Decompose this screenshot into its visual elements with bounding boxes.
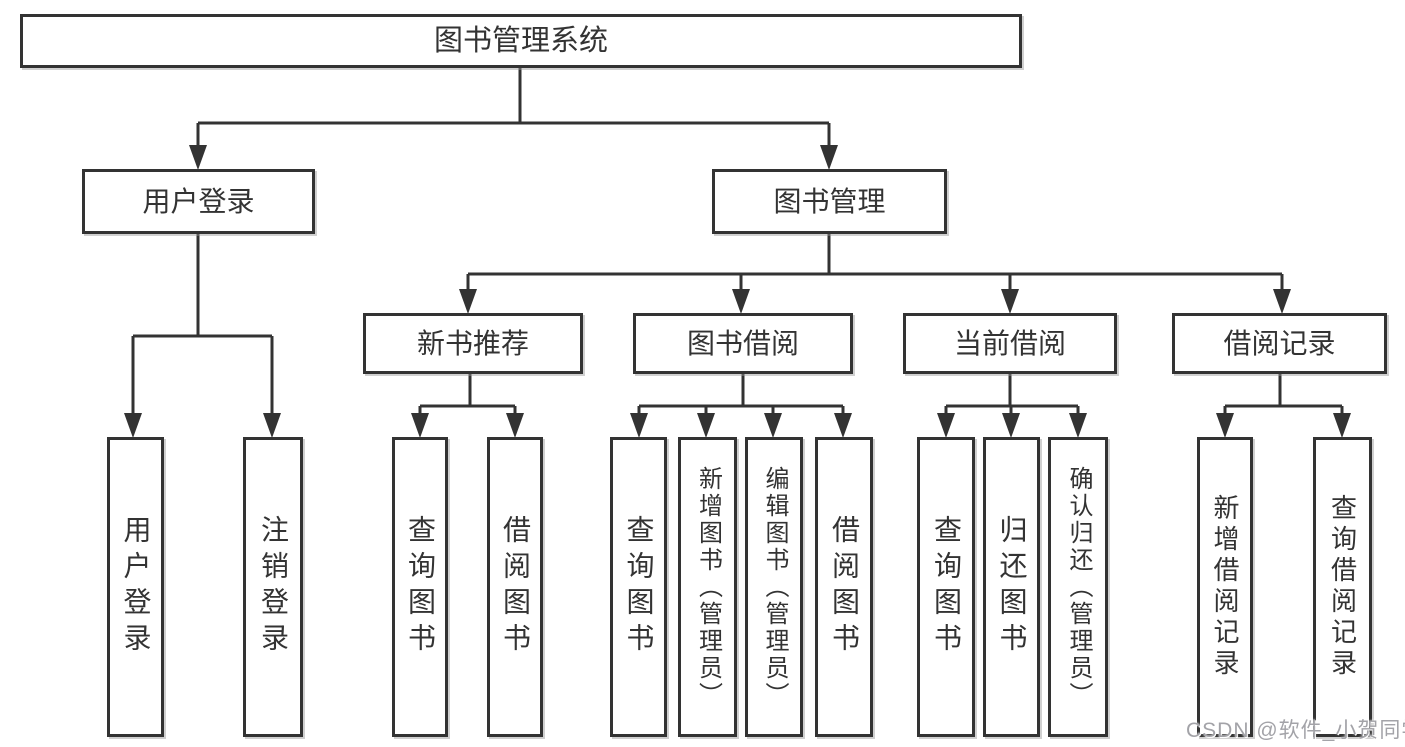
node-leaf-query-book-3: 查询图书 <box>917 437 975 737</box>
leaf-label: 借阅图书 <box>500 515 531 659</box>
node-current-borrowing: 当前借阅 <box>903 313 1117 374</box>
node-leaf-user-login: 用户登录 <box>107 437 164 737</box>
arrow-icon <box>820 145 838 170</box>
leaf-label: 新增图书（管理员） <box>694 465 722 709</box>
connector-paths <box>131 68 1344 418</box>
watermark: CSDN @软件_小贺同学 <box>1186 719 1405 742</box>
arrow-icon <box>1069 413 1087 438</box>
arrow-icon <box>1333 413 1351 438</box>
arrow-icon <box>459 289 477 314</box>
leaf-label: 注销登录 <box>258 515 289 659</box>
arrow-icon <box>1001 289 1019 314</box>
node-leaf-query-book-2: 查询图书 <box>610 437 667 737</box>
node-leaf-query-borrow-record: 查询借阅记录 <box>1313 437 1372 737</box>
leaf-label: 借阅图书 <box>829 515 860 659</box>
arrow-icon <box>732 289 750 314</box>
node-leaf-add-book-admin: 新增图书（管理员） <box>678 437 737 737</box>
node-new-book-recommend: 新书推荐 <box>363 313 583 374</box>
node-leaf-borrow-book-2: 借阅图书 <box>815 437 873 737</box>
leaf-label: 查询借阅记录 <box>1327 494 1358 680</box>
arrow-icon <box>124 413 142 438</box>
leaf-label: 查询图书 <box>405 515 436 659</box>
node-leaf-query-book-1: 查询图书 <box>392 437 448 737</box>
node-borrowing-records: 借阅记录 <box>1172 313 1387 374</box>
arrow-icon <box>506 413 524 438</box>
leaf-label: 查询图书 <box>623 515 655 659</box>
arrow-icon <box>697 413 715 438</box>
arrow-icon <box>263 413 281 438</box>
node-book-borrowing: 图书借阅 <box>633 313 853 374</box>
arrowheads <box>124 145 1351 438</box>
leaf-label: 编辑图书（管理员） <box>761 465 788 709</box>
arrow-icon <box>937 413 955 438</box>
node-book-management: 图书管理 <box>712 169 947 234</box>
arrow-icon <box>1216 413 1234 438</box>
leaf-label: 用户登录 <box>120 515 152 659</box>
leaf-label: 归还图书 <box>996 515 1028 659</box>
arrow-icon <box>1273 289 1291 314</box>
node-leaf-logout: 注销登录 <box>243 437 303 737</box>
node-root: 图书管理系统 <box>20 14 1022 68</box>
node-user-login: 用户登录 <box>82 169 315 234</box>
node-leaf-add-borrow-record: 新增借阅记录 <box>1197 437 1253 737</box>
leaf-label: 查询图书 <box>931 515 962 659</box>
node-leaf-confirm-return-admin: 确认归还（管理员） <box>1048 437 1108 737</box>
node-leaf-borrow-book-1: 借阅图书 <box>487 437 543 737</box>
arrow-icon <box>1002 413 1020 438</box>
arrow-icon <box>834 413 852 438</box>
arrow-icon <box>411 413 429 438</box>
leaf-label: 确认归还（管理员） <box>1065 465 1092 709</box>
leaf-label: 新增借阅记录 <box>1210 494 1240 680</box>
node-leaf-edit-book-admin: 编辑图书（管理员） <box>745 437 803 737</box>
arrow-icon <box>764 413 782 438</box>
node-leaf-return-book: 归还图书 <box>983 437 1040 737</box>
arrow-icon <box>189 145 207 170</box>
arrow-icon <box>630 413 648 438</box>
